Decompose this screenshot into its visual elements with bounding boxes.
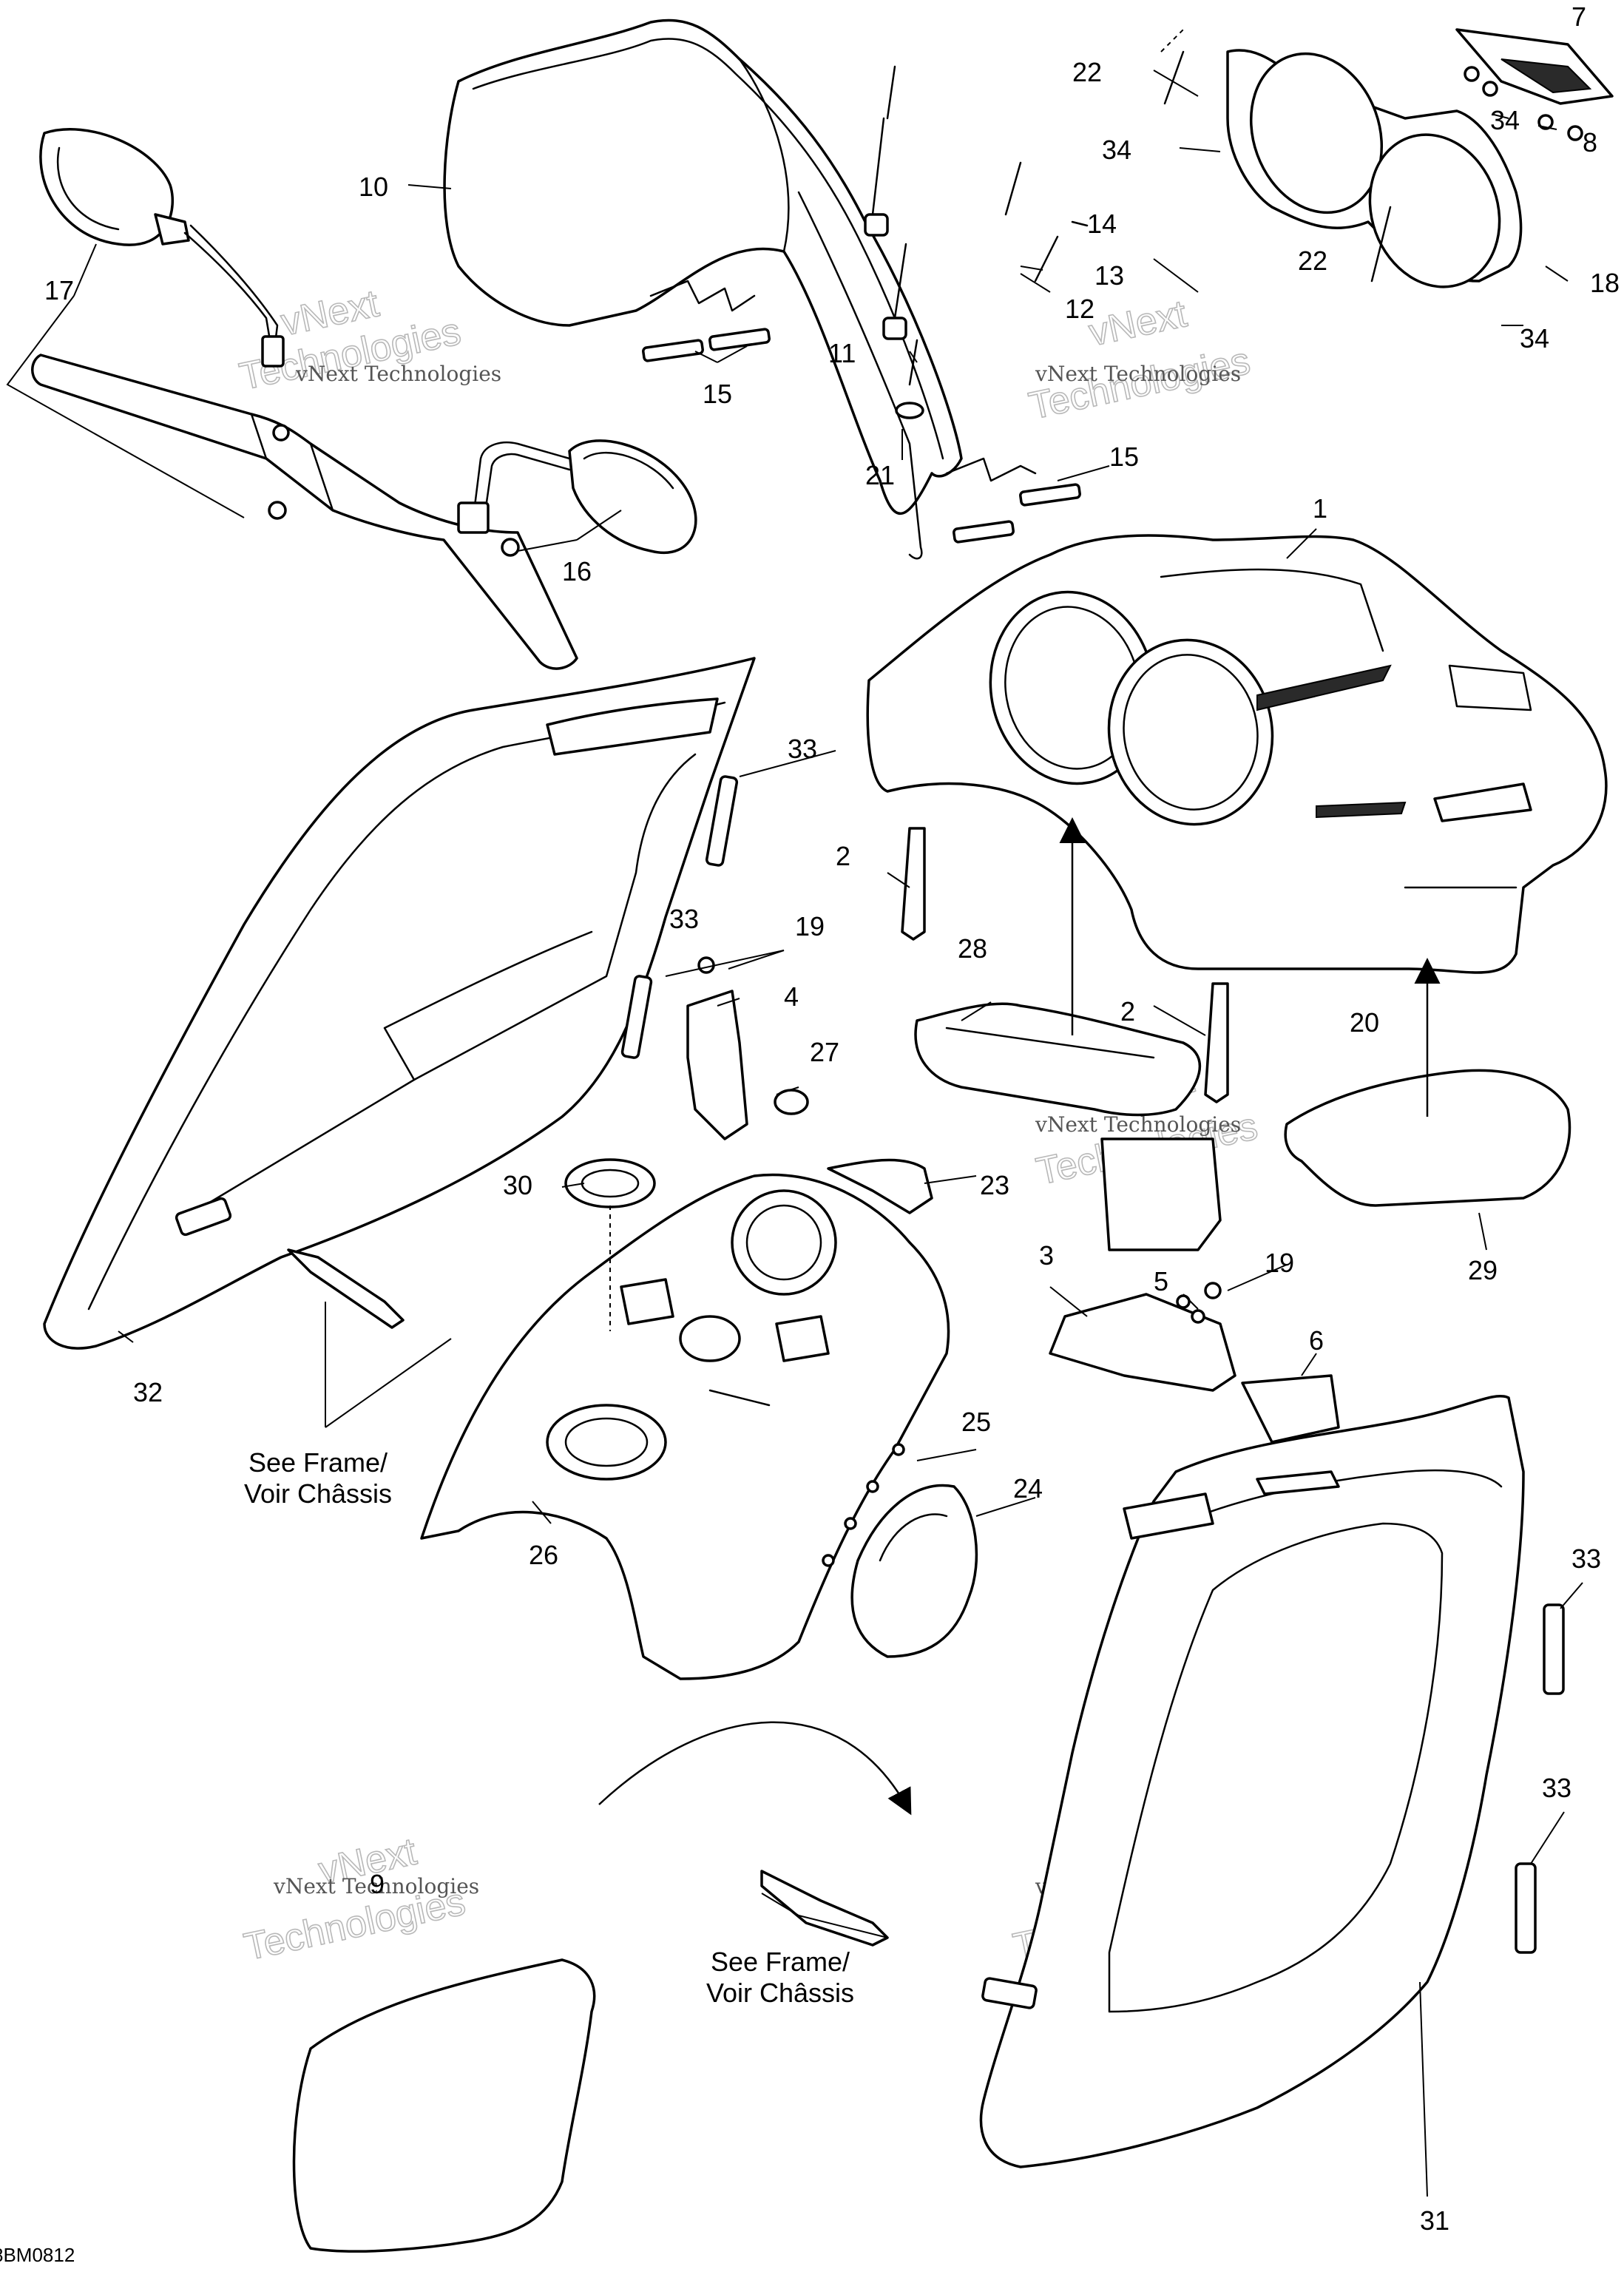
callout-25: 25 [961,1407,991,1437]
bracket-4 [686,956,748,1140]
callout-15: 15 [1109,442,1139,472]
left-mirror [39,128,285,368]
bracket-3 [1049,1282,1340,1444]
callout-21: 21 [865,460,895,490]
callout-5: 5 [1154,1266,1168,1296]
callout-20: 20 [1350,1007,1379,1038]
callout-11: 11 [828,338,856,368]
watermark-big-vnext: vNext [1086,292,1191,354]
watermark-text: vNext Technologies [273,1874,479,1898]
watermark-text: vNext Technologies [295,362,501,386]
callout-34: 34 [1102,135,1131,165]
callout-15: 15 [703,379,732,409]
pad-29 [1284,1069,1571,1207]
grab-handle-right [760,1870,889,1947]
watermark: Technologies vNext vNext Technologies [1025,291,1255,428]
callout-31: 31 [1420,2205,1449,2236]
callout-1: 1 [1313,493,1327,524]
watermark: Technologies vNext vNext Technologies [240,1830,479,1969]
callout-28: 28 [958,933,987,964]
callout-19: 19 [795,911,825,941]
see-frame-note-left-line1: See Frame/ [248,1447,388,1478]
callout-labels: 1 2 2 3 4 5 6 7 8 9 10 11 12 13 14 15 15… [44,1,1620,2236]
callout-23: 23 [980,1170,1009,1200]
callout-29: 29 [1468,1255,1498,1285]
panel-9 [292,1958,596,2253]
callout-22: 22 [1298,246,1327,276]
reflectors-33 [620,775,1565,1954]
clips-2 [901,827,1229,1103]
see-frame-note-left: See Frame/ Voir Châssis [244,1447,392,1509]
callout-10: 10 [359,172,388,202]
grab-handle-left [287,1248,405,1329]
callout-4: 4 [784,981,799,1012]
center-console [420,1173,950,1680]
callout-18: 18 [1590,268,1620,298]
callout-17: 17 [44,275,74,305]
callout-33: 33 [669,904,699,934]
clip-set-15-right [953,483,1081,544]
callout-30: 30 [503,1170,532,1200]
left-side-panel [43,657,756,1350]
callout-33: 33 [1542,1773,1571,1803]
callout-16: 16 [562,556,592,586]
see-frame-note-right-line1: See Frame/ [711,1947,850,1977]
callout-2: 2 [836,841,850,871]
callout-2: 2 [1120,996,1135,1027]
callout-33: 33 [788,734,817,764]
windshield [443,18,1037,560]
callout-27: 27 [810,1037,839,1067]
callout-13: 13 [1094,260,1124,291]
watermark-text: vNext Technologies [1035,1112,1241,1137]
callout-12: 12 [1065,294,1094,324]
see-frame-note-right-line2: Voir Châssis [706,1978,854,2008]
callout-7: 7 [1571,1,1586,32]
callout-6: 6 [1309,1325,1324,1356]
callout-24: 24 [1013,1473,1043,1504]
leaders [6,29,1583,2197]
glove-box-24 [850,1484,978,1658]
watermark-text: vNext Technologies [1035,362,1241,386]
callout-8: 8 [1583,127,1597,158]
trim-23 [827,1158,933,1214]
see-frame-note-left-line2: Voir Châssis [244,1478,392,1509]
clip-set-15-left [642,328,771,362]
callout-14: 14 [1087,209,1117,239]
grommet-30 [564,1158,656,1208]
see-frame-note-right: See Frame/ Voir Châssis [706,1947,854,2008]
drawing-code: 8BM0812 [0,2244,75,2266]
callout-34: 34 [1520,323,1549,354]
callout-3: 3 [1039,1240,1054,1271]
handlebar [31,354,578,670]
gauge-cluster-housing [1163,28,1614,288]
callout-9: 9 [370,1869,385,1899]
callout-26: 26 [529,1540,558,1570]
fasteners-25 [822,1443,905,1567]
right-side-panel [979,1394,1525,2168]
callout-33: 33 [1571,1543,1601,1574]
callout-34: 34 [1490,105,1520,135]
tray-28 [914,1002,1222,1251]
fasteners-windshield [864,65,1089,419]
front-fairing [866,534,1608,974]
callout-22: 22 [1072,57,1102,87]
callout-32: 32 [133,1377,163,1407]
callout-19: 19 [1265,1248,1294,1278]
